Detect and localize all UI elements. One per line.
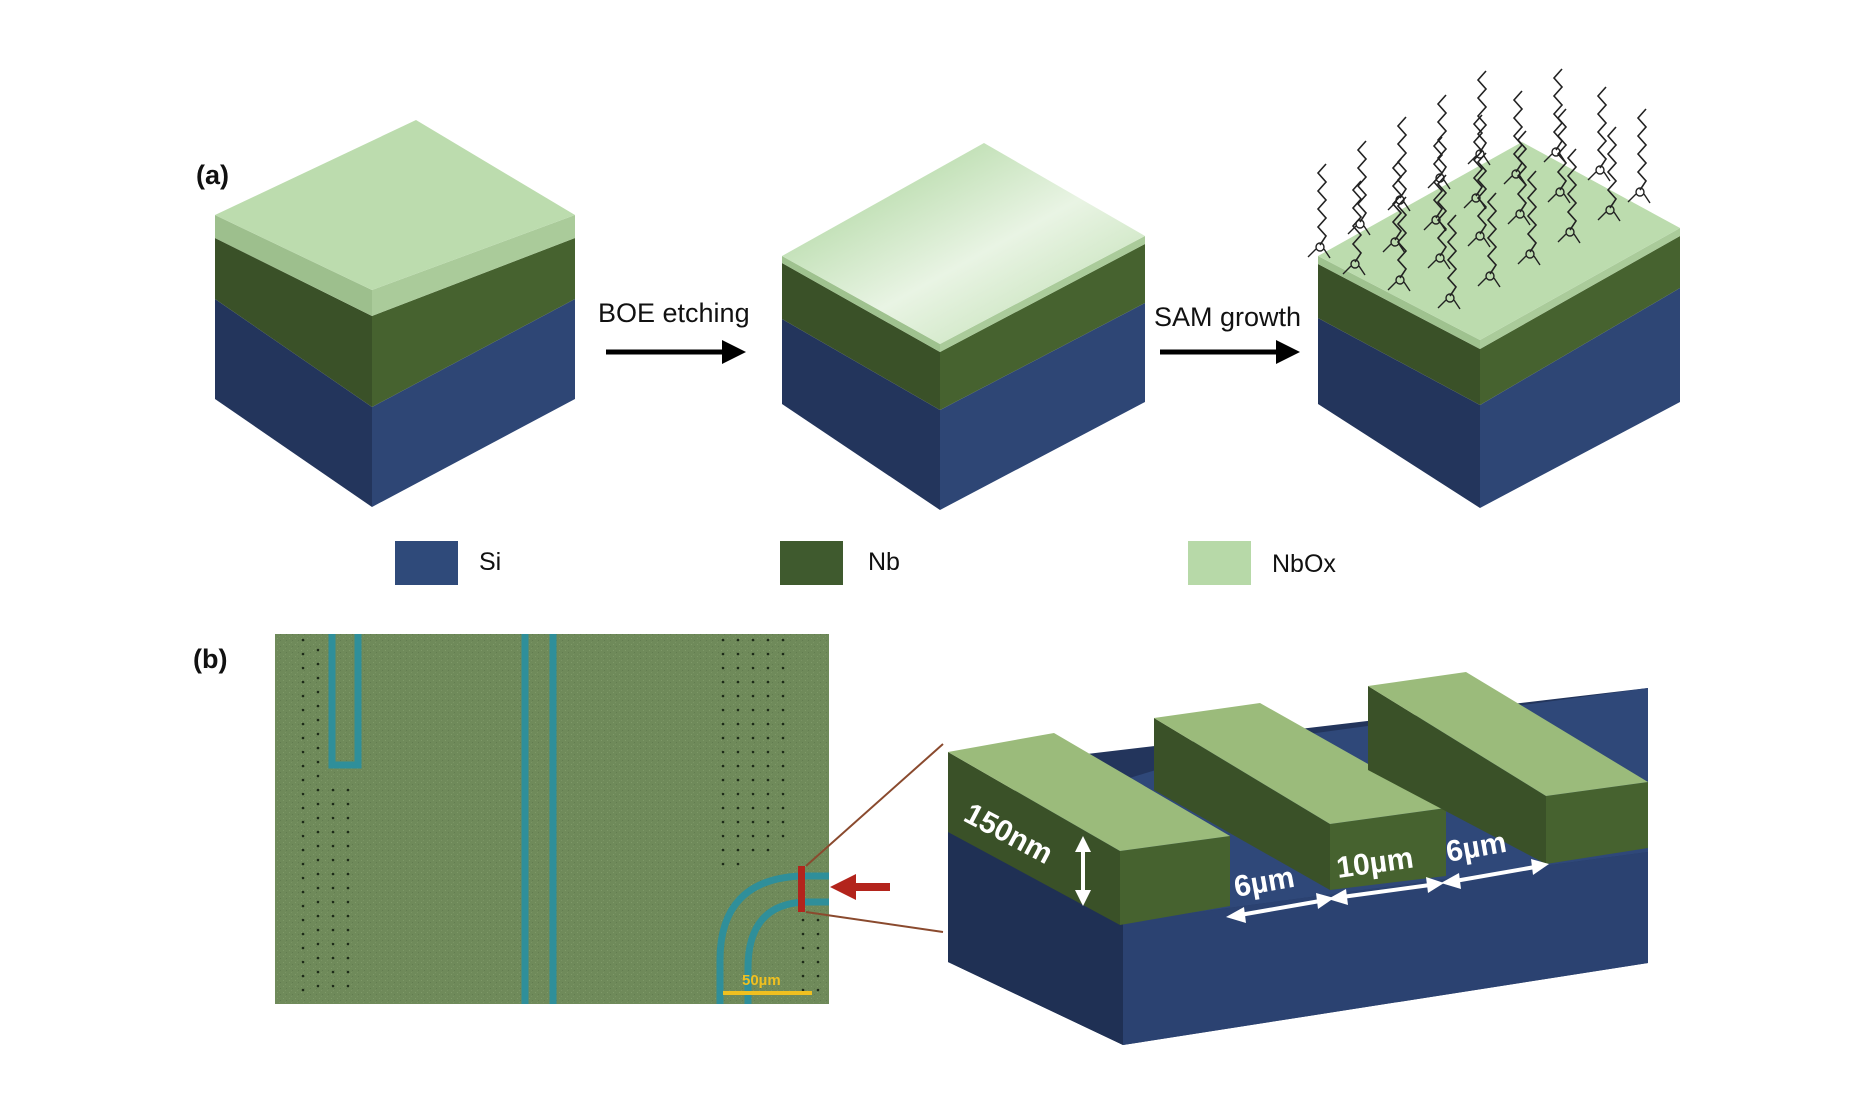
nbox-thin-left (782, 256, 940, 352)
nbox-thin-top-3 (1318, 142, 1680, 340)
stack-initial (215, 120, 575, 507)
zoom-line-bottom (805, 911, 944, 933)
gap-arrow-left (1226, 893, 1334, 923)
sam-molecule (1382, 158, 1406, 254)
sam-molecule (1627, 108, 1651, 204)
nb-layer-left-3 (1318, 264, 1480, 405)
micrograph: 50µm (275, 634, 890, 1004)
thickness-arrow-head-top (1075, 836, 1091, 852)
legend-label-nbox: NbOx (1272, 550, 1336, 578)
thickness-arrow-head-bottom (1075, 890, 1091, 906)
nb-layer-right-3 (1480, 236, 1680, 405)
si-layer-left-2 (782, 319, 940, 510)
nbox-thin-right-3 (1480, 228, 1680, 349)
stack-sam (1307, 68, 1680, 508)
scale-bar-label: 50µm (742, 972, 781, 989)
nb-strip-3-top (1368, 672, 1648, 796)
strip-cross-section: 150nm 6µm 10µm 6µm (948, 672, 1648, 1045)
sam-molecule (1427, 174, 1451, 270)
zoom-line-top (805, 743, 944, 867)
process-arrow-1 (606, 340, 746, 364)
sam-molecule (1477, 192, 1501, 288)
nb-layer-right (372, 238, 575, 407)
sam-molecule (1387, 196, 1411, 292)
sam-molecule (1342, 180, 1366, 276)
legend: Si Nb NbOx (395, 541, 1336, 585)
nbox-thin-left-3 (1318, 256, 1480, 349)
si-layer-right (372, 299, 575, 507)
waveguide-u-bend (328, 634, 362, 769)
gap-arrow-right (1441, 859, 1549, 889)
nb-strip-2-side (1154, 718, 1330, 890)
sam-molecule (1347, 140, 1371, 236)
sam-molecule (1437, 214, 1461, 310)
width-arrow-middle (1328, 877, 1444, 905)
sam-molecule (1557, 148, 1581, 244)
nbox-thin-right (940, 236, 1145, 352)
nbox-thin-top (782, 143, 1145, 344)
sam-molecule (1597, 126, 1621, 222)
panel-label-a: (a) (196, 160, 229, 190)
sam-molecule (1307, 163, 1331, 259)
sam-molecule (1427, 94, 1451, 190)
nb-strip-1-top (948, 733, 1230, 851)
si-layer-right-2 (940, 303, 1145, 510)
si-layer-right-3 (1480, 288, 1680, 508)
process-arrow-2 (1160, 340, 1300, 364)
nb-strip-3-front (1546, 782, 1648, 864)
legend-swatch-si (395, 541, 458, 585)
nb-layer-left-2 (782, 263, 940, 410)
sam-molecule (1587, 86, 1611, 182)
region-marker (798, 866, 805, 912)
step-label-sam-growth: SAM growth (1154, 302, 1301, 332)
sam-molecule (1517, 170, 1541, 266)
panel-label-b: (b) (193, 644, 227, 674)
nb-strip-1-front (1120, 836, 1230, 925)
nbox-layer-right (372, 215, 575, 316)
nb-strip-2-top (1154, 703, 1446, 824)
curved-guide-outer (716, 872, 829, 1004)
sam-molecules (1307, 68, 1651, 310)
nb-layer-right-2 (940, 244, 1145, 410)
legend-label-nb: Nb (868, 548, 900, 576)
legend-swatch-nbox (1188, 541, 1251, 585)
si-layer-left-3 (1318, 318, 1480, 508)
nb-layer-left (215, 238, 372, 407)
sam-molecule (1467, 70, 1491, 166)
step-label-boe-etching: BOE etching (598, 298, 750, 328)
si-substrate-side (948, 832, 1123, 1045)
nbox-layer-left (215, 215, 372, 316)
legend-label-si: Si (479, 548, 501, 576)
si-layer-left (215, 299, 372, 507)
nbox-layer-top (215, 120, 575, 290)
sam-molecule (1467, 152, 1491, 248)
si-substrate-front (1123, 852, 1648, 1045)
via-hole-dots (301, 638, 820, 992)
sam-molecule (1507, 130, 1531, 226)
nb-strip-3-side (1368, 686, 1546, 864)
nb-strip-2-front (1330, 808, 1446, 890)
legend-swatch-nb (780, 541, 843, 585)
nb-strip-1-side (948, 752, 1120, 925)
sam-molecule (1547, 108, 1571, 204)
stack-etched (782, 143, 1145, 510)
red-arrow-head (830, 874, 856, 900)
